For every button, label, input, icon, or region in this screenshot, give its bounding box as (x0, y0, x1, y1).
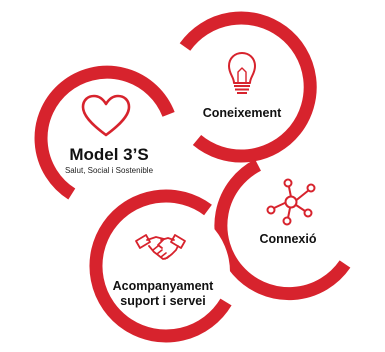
node-acompanyament: Acompanyament suport i servei (89, 189, 232, 343)
model-3s-ring (34, 65, 175, 200)
model-3s-subtitle: Salut, Social i Sostenible (65, 166, 154, 175)
node-connexio: Connexió (214, 159, 353, 301)
node-coneixement: Coneixement (174, 11, 317, 163)
acompanyament-disc (96, 205, 230, 339)
lightbulb-icon (228, 52, 256, 94)
model-3s-disc (42, 73, 172, 203)
coneixement-ring (179, 11, 317, 163)
coneixement-title: Coneixement (203, 106, 282, 120)
acompanyament-ring (89, 189, 232, 343)
connexio-ring (214, 159, 351, 301)
heart-icon (81, 94, 131, 137)
handshake-icon (135, 234, 186, 260)
model-3s-title: Model 3’S (69, 145, 148, 164)
connexio-disc (227, 162, 353, 288)
node-model-3s: Model 3’S Salut, Social i Sostenible (34, 65, 175, 203)
connexio-title: Connexió (260, 232, 317, 246)
acompanyament-title-line1: Acompanyament (113, 279, 215, 293)
network-icon (266, 178, 316, 226)
acompanyament-title-line2: suport i servei (120, 294, 205, 308)
